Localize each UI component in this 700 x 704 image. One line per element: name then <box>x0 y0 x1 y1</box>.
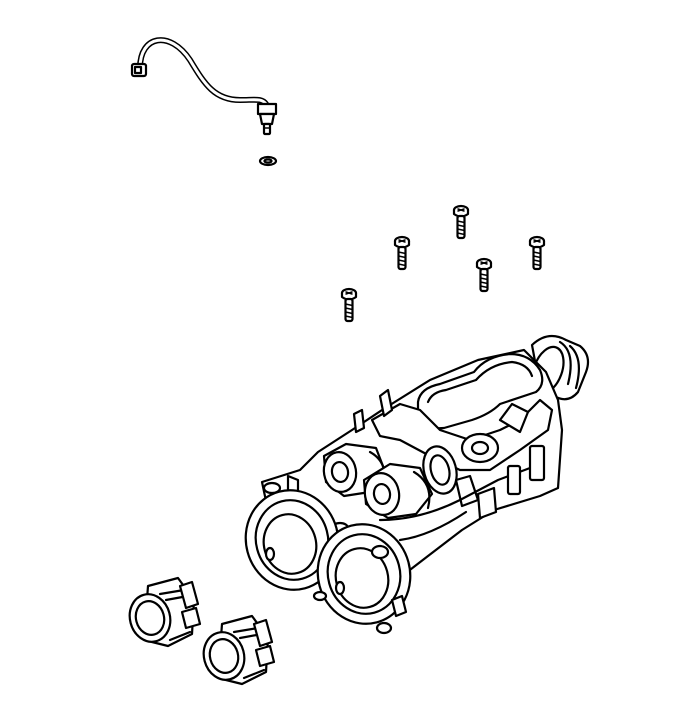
screw-icon <box>475 257 493 293</box>
screw-icon <box>393 235 411 271</box>
valve-manifold-icon <box>244 334 590 635</box>
o-ring-icon <box>258 155 278 167</box>
screw-icon <box>452 204 470 240</box>
coupling-adapter-icon <box>128 576 202 648</box>
sensor-cable-icon <box>130 37 278 136</box>
coupling-adapter-icon <box>202 614 276 686</box>
screw-icon <box>528 235 546 271</box>
screw-icon <box>340 287 358 323</box>
